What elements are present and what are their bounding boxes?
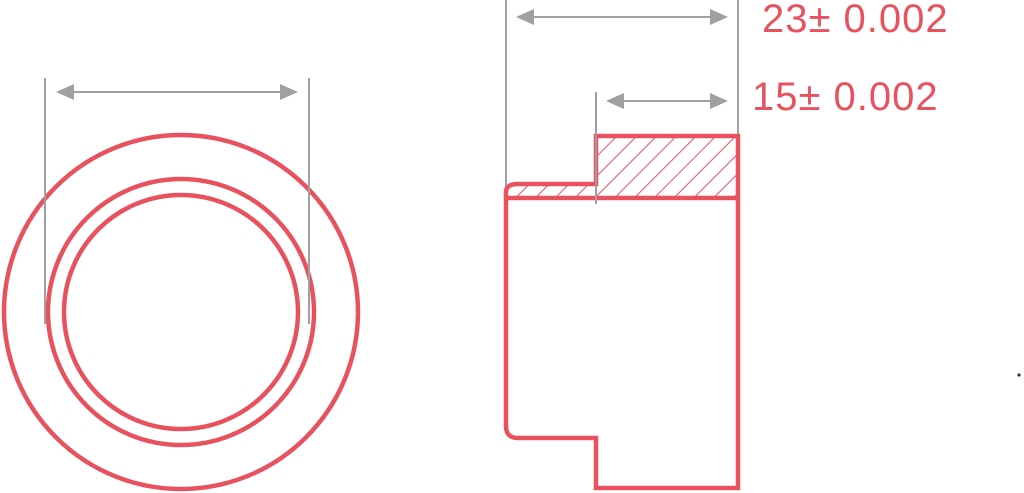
front-arrow-right: [280, 84, 298, 100]
side-view: 23± 0.002 15± 0.002: [503, 0, 949, 491]
section-outline: [503, 133, 741, 201]
inner-circle: [61, 192, 301, 432]
step-length-label: 15± 0.002: [752, 75, 939, 119]
body-outline: [503, 198, 741, 491]
outer-arrow-left: [516, 9, 534, 25]
step-arrow-left: [606, 93, 624, 109]
middle-circle: [45, 176, 317, 448]
step-arrow-right: [710, 93, 728, 109]
step-section-hatch: [596, 136, 738, 198]
outer-length-label: 23± 0.002: [762, 0, 949, 41]
outer-arrow-right: [710, 9, 728, 25]
lip-section-hatch: [506, 184, 596, 198]
stray-dot: [1017, 373, 1021, 377]
front-view: [1, 78, 361, 492]
front-arrow-left: [56, 84, 74, 100]
outer-circle: [1, 132, 361, 492]
